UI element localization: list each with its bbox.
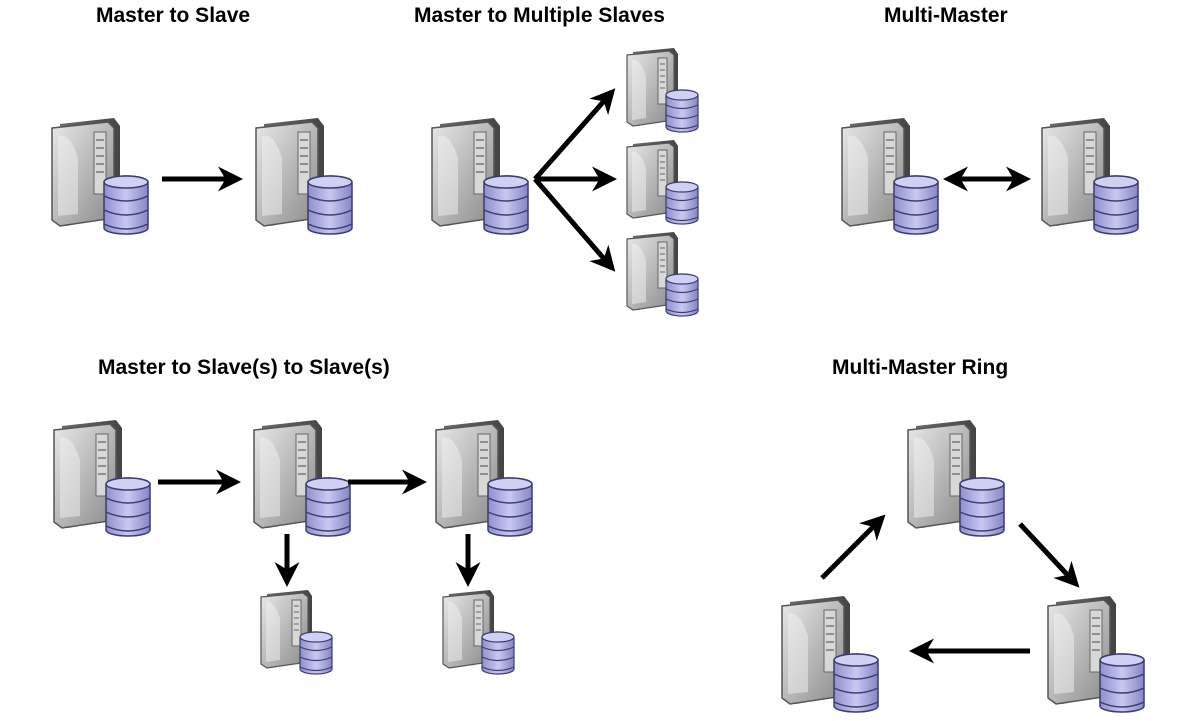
title-multi-master: Multi-Master [884, 4, 1008, 27]
master-server-icon [51, 117, 149, 235]
group-master-to-slaves-to-slaves [53, 419, 533, 675]
slave-server-icon [626, 47, 699, 133]
title-multi-master-ring: Multi-Master Ring [832, 356, 1009, 379]
slave-server-icon [253, 419, 351, 537]
slave-server-icon [626, 139, 699, 225]
replication-arrow-icon [533, 88, 616, 181]
group-multi-master-ring [781, 419, 1145, 713]
slave-server-icon [442, 589, 515, 675]
title-master-to-slave: Master to Slave [96, 4, 251, 27]
master-server-icon [1041, 117, 1139, 235]
title-master-to-slaves-to-slaves: Master to Slave(s) to Slave(s) [98, 356, 390, 379]
master-server-icon [53, 419, 151, 537]
master-server-icon [1047, 595, 1145, 713]
replication-arrow-icon [1018, 522, 1080, 588]
slave-server-icon [626, 231, 699, 317]
replication-arrow-icon [820, 514, 886, 580]
slave-server-icon [255, 117, 353, 235]
master-server-icon [841, 117, 939, 235]
master-server-icon [431, 117, 529, 235]
slave-server-icon [435, 419, 533, 537]
slave-server-icon [260, 589, 333, 675]
master-server-icon [907, 419, 1005, 537]
master-server-icon [781, 595, 879, 713]
replication-arrow-icon [533, 177, 616, 272]
group-master-to-slave [51, 117, 353, 235]
group-multi-master [841, 117, 1139, 235]
group-master-to-multiple-slaves [431, 47, 699, 317]
title-master-to-multiple-slaves: Master to Multiple Slaves [414, 4, 665, 27]
